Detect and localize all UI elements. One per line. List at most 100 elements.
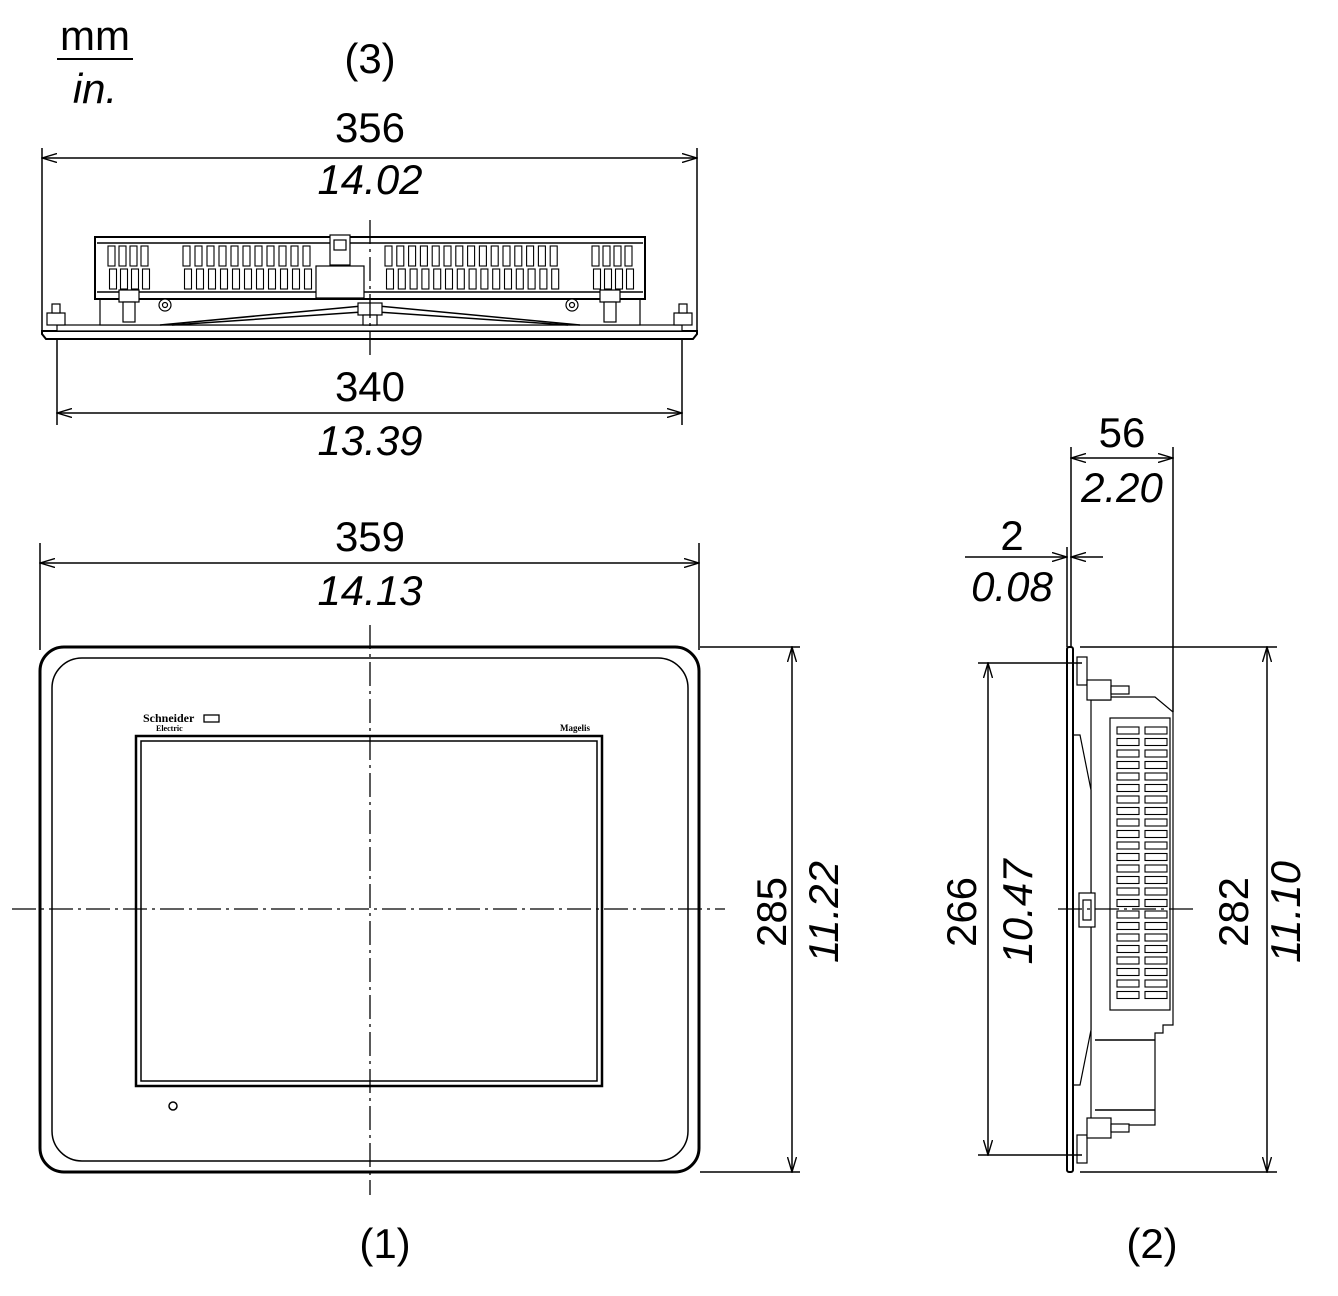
front-width-dim-mm: 359 [335,513,405,560]
top-flange-dim-in: 13.39 [317,417,422,464]
vent-slot [255,268,265,290]
vent-slot [1144,990,1168,1000]
brand-logo: Schneider Electric [143,711,220,733]
clamp-middle [1078,892,1096,928]
vent-slot [1144,887,1168,896]
vent-slot [1144,772,1168,781]
vent-slot [1116,806,1140,816]
front-height-dim-in: 11.22 [800,861,847,963]
vent-slot [130,268,140,290]
front-view-label: (1) [359,1220,410,1267]
side-vent-slots [1116,726,1168,1000]
vent-slot [267,268,277,290]
vent-slot [230,245,239,267]
front-width-dim-in: 14.13 [317,567,422,614]
vent-slot [1144,956,1168,965]
vent-slot [1144,898,1168,908]
vent-slot [1144,933,1168,942]
top-vent-slots [107,245,635,290]
vent-slot [1116,990,1140,1000]
side-inner-height-dim-in: 10.47 [994,858,1041,965]
vent-slot [480,268,489,290]
vent-slot [1144,910,1168,919]
clamp-top [1076,656,1130,701]
vent-slot [140,245,149,267]
vent-slot [613,245,622,267]
screw-right-center [568,301,576,309]
clamp-part [46,312,66,326]
connector-pin [333,239,347,251]
clamp-outer-left [46,303,66,326]
vent-slot [526,245,535,267]
vent-slot [1116,967,1140,977]
clamp-part [1086,679,1112,701]
vent-slot [119,268,129,290]
side-plate-dim-mm: 2 [1000,512,1023,559]
vent-slot [527,268,536,290]
vent-slot [433,268,442,290]
vent-slot [1116,829,1140,839]
vent-slot [1144,967,1168,977]
vent-slot [207,268,217,290]
top-flange-dim-mm: 340 [335,363,405,410]
side-depth-dim-in: 2.20 [1080,464,1163,511]
vent-slot [1144,979,1168,988]
vent-slot [1116,921,1140,931]
vent-slot [591,245,600,267]
vent-slot [537,245,546,267]
top-view-label: (3) [344,35,395,82]
vent-slot [1144,818,1168,827]
clamp-part [1082,899,1092,921]
vent-slot [1144,852,1168,862]
display-frame [134,734,604,1088]
front-height-dim-mm: 285 [748,877,795,947]
screw-left-center [161,301,169,309]
side-view-label: (2) [1126,1220,1177,1267]
vent-slot [549,245,558,267]
vent-slot [1144,783,1168,793]
vent-slot [290,245,299,267]
clamp-part [118,289,140,303]
vent-slot [397,268,406,290]
vent-slot [478,245,487,267]
clamp-part [122,301,136,323]
clamp-outer-right [673,303,693,326]
clamp-part [678,303,688,314]
strap-inner [171,311,569,326]
vent-slot [515,268,524,290]
vent-slot [1116,772,1140,781]
vent-slot [1116,864,1140,873]
vent-slot [492,268,501,290]
vent-slot [419,245,428,267]
clamp-part [603,301,617,323]
display-area [140,740,598,1082]
vent-slot [490,245,499,267]
vent-slot [1116,760,1140,770]
vent-slot [551,268,560,290]
side-depth-dim-mm: 56 [1099,409,1146,456]
vent-slot [194,245,203,267]
vent-slot [1116,749,1140,758]
vent-slot [302,245,311,267]
vent-slot [444,268,454,290]
vent-slot [1116,852,1140,862]
vent-slot [1116,737,1140,747]
vent-slot [108,268,118,290]
vent-slot [279,268,289,290]
vent-slot [1144,841,1168,850]
vent-slot [1144,944,1168,954]
vent-slot [1144,829,1168,839]
side-outer-height-dim-in: 11.10 [1262,860,1309,963]
vent-slot [468,268,477,290]
vent-slot [182,245,191,267]
clamp-part [1076,1134,1088,1164]
clamp-bottom [1076,1117,1130,1164]
vent-slot [183,268,193,290]
vent-slot [408,245,417,267]
clamp-part [1110,1123,1130,1133]
vent-slot [431,245,440,267]
vent-slot [624,245,633,267]
side-view-device [1066,646,1174,1173]
top-outer-dim-in: 14.02 [317,156,422,203]
clamp-inner-left [118,289,140,323]
